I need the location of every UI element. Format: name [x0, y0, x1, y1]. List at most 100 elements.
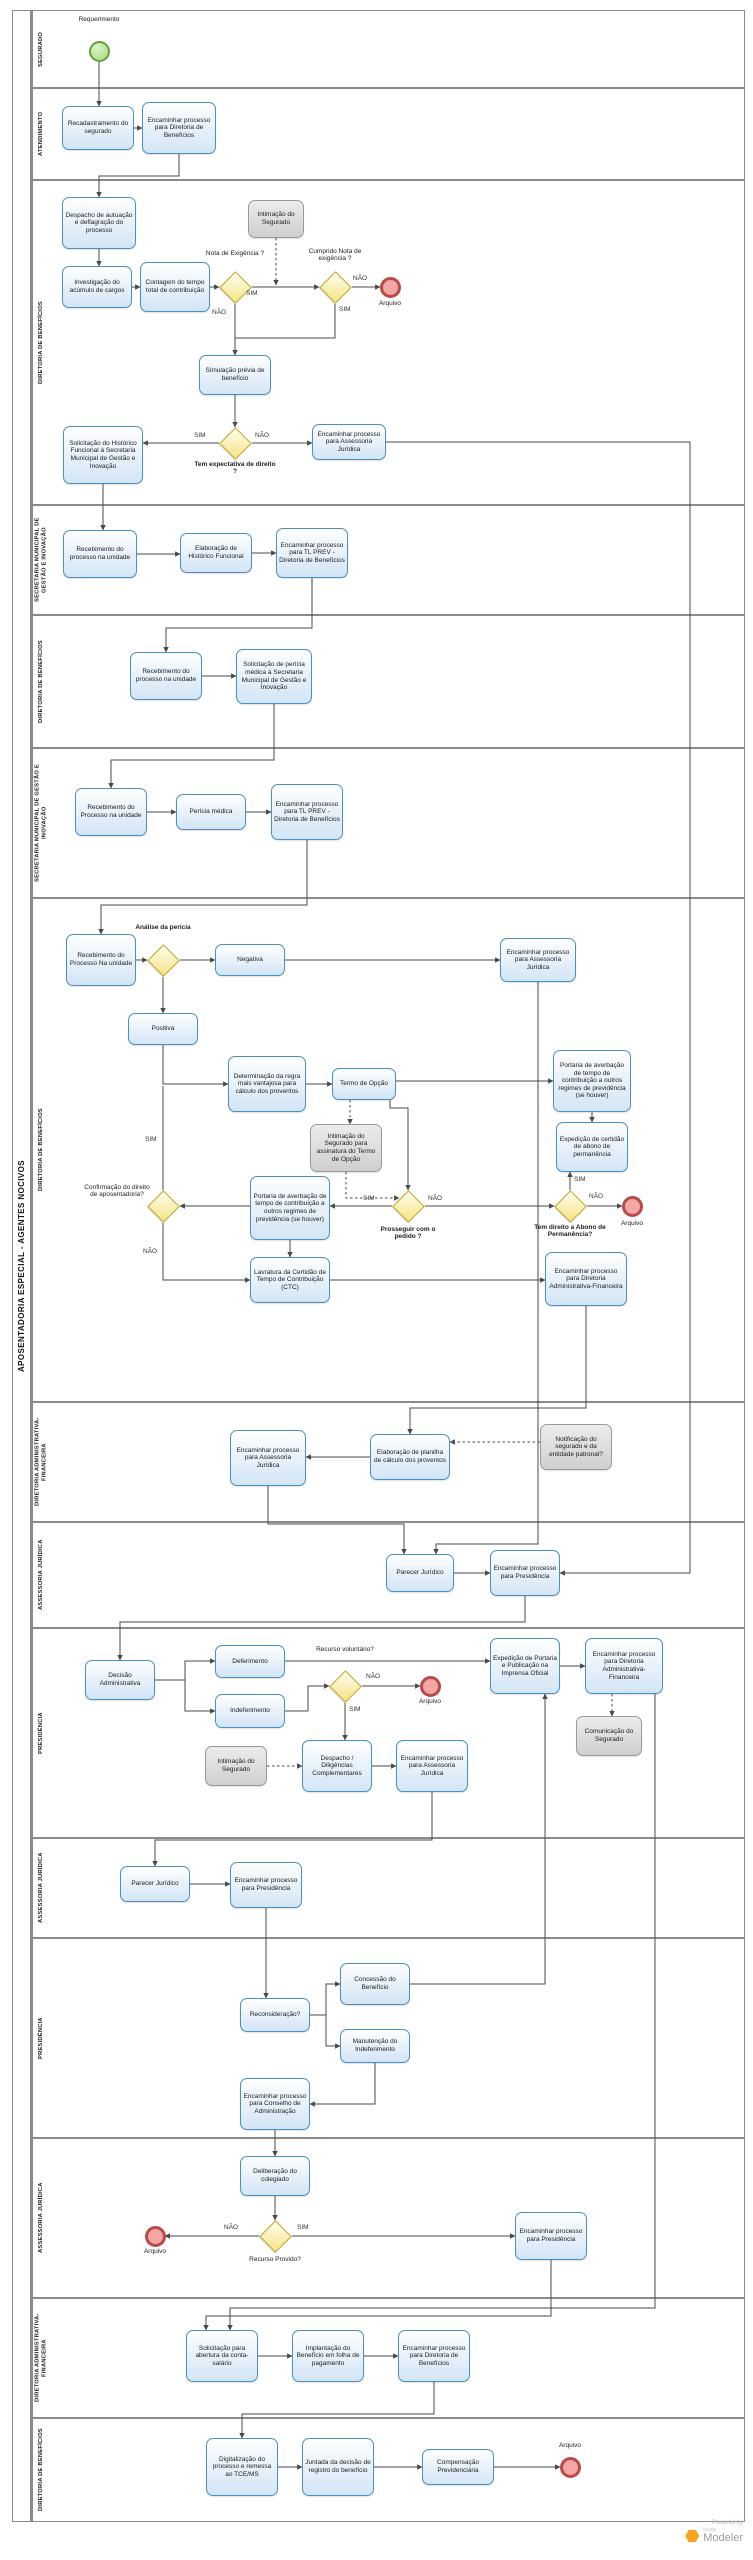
lane-assessoria-juridica-3: ASSESSORIA JURÍDICA	[31, 2138, 745, 2298]
task-recebimento-processo-4[interactable]: Recebimento do Processo Na unidade	[66, 934, 136, 986]
product-name: Modeler	[703, 2532, 743, 2544]
task-comunicacao-segurado[interactable]: Comunicação do Segurado	[576, 1716, 642, 1756]
gateway-label-prosseguir-pedido: Prosseguir com o pedido ?	[380, 1226, 436, 1241]
end-event-arquivo-2[interactable]	[622, 1196, 643, 1217]
task-recebimento-processo-3[interactable]: Recebimento do Processo na unidade	[75, 788, 147, 836]
arquivo-label-1: Arquivo	[378, 300, 402, 307]
task-elaboracao-historico-funcional[interactable]: Elaboração de Histórico Funcional	[180, 533, 252, 573]
task-solicitacao-historico-funcional[interactable]: Solicitação do Histórico Funcional à Sec…	[63, 426, 143, 484]
start-event-label: Requerimento	[78, 16, 120, 23]
edge-label-sim: SIM	[194, 432, 206, 439]
task-termo-de-opcao[interactable]: Termo de Opção	[332, 1068, 396, 1100]
brand-name: bizagi	[703, 2527, 717, 2533]
edge-label-sim: SIM	[297, 2224, 309, 2231]
task-encaminhar-diretoria-beneficios-2[interactable]: Encaminhar processo para Diretoria de Be…	[398, 2330, 470, 2382]
task-recebimento-processo-1[interactable]: Recebimento do processo na unidade	[63, 530, 137, 578]
task-intimacao-termo-opcao[interactable]: Intimação do Segurado para assinatura do…	[310, 1124, 382, 1172]
task-portaria-averbacao-1[interactable]: Portaria de averbação de tempo de contri…	[553, 1050, 631, 1112]
edge-label-nao: NÃO	[224, 2224, 239, 2231]
lane-secretaria-gestao-1: SECRETARIA MUNICIPAL DE GESTÃO E INOVAÇÃ…	[31, 505, 745, 615]
end-event-arquivo-3[interactable]	[420, 1676, 441, 1697]
task-encaminhar-conselho-administracao[interactable]: Encaminhar processo para Conselho de Adm…	[240, 2078, 310, 2130]
task-intimacao-segurado-1[interactable]: Intimação do Segurado	[248, 200, 304, 238]
task-encaminhar-presidencia-1[interactable]: Encaminhar processo para Presidência	[490, 1550, 560, 1596]
task-solicitacao-pericia-medica[interactable]: Solicitação de perícia médica à Secretar…	[236, 649, 312, 704]
task-lavratura-ctc[interactable]: Lavratura da Certidão de Tempo de Contri…	[250, 1257, 330, 1303]
lane-diretoria-beneficios-4: DIRETORIA DE BENEFÍCIOS	[31, 2418, 745, 2522]
task-parecer-juridico-2[interactable]: Parecer Jurídico	[120, 1866, 190, 1902]
lane-segurado: SEGURADO	[31, 10, 745, 88]
task-solicitacao-abertura-conta[interactable]: Solicitação para abertura da conta-salár…	[186, 2330, 258, 2382]
bizagi-footer: Powered by bizagi Modeler	[685, 2520, 743, 2544]
task-recebimento-processo-2[interactable]: Recebimento do processo na unidade	[130, 652, 202, 700]
arquivo-label-5: Arquivo	[558, 2442, 582, 2449]
task-deliberacao-colegiado[interactable]: Deliberação do colegiado	[240, 2156, 310, 2196]
edge-label-nao: NÃO	[428, 1195, 443, 1202]
arquivo-label-4: Arquivo	[143, 2248, 167, 2255]
task-pericia-medica[interactable]: Perícia médica	[176, 794, 246, 830]
task-encaminhar-tlprev-2[interactable]: Encaminhar processo para TL PREV - Diret…	[271, 784, 343, 840]
task-compensacao-previdenciaria[interactable]: Compensação Previdenciária	[422, 2449, 494, 2485]
end-event-arquivo-5[interactable]	[560, 2457, 581, 2478]
task-recadastramento-segurado[interactable]: Recadastramento do segurado	[62, 106, 134, 150]
task-indeferimento[interactable]: Indeferimento	[215, 1694, 285, 1728]
task-encaminhar-assessoria-juridica-2[interactable]: Encaminhar processo para Assessoria Jurí…	[500, 938, 576, 982]
task-encaminhar-diretoria-adm-fin-1[interactable]: Encaminhar processo para Diretoria Admin…	[545, 1252, 627, 1306]
gateway-label-recurso-voluntario: Recurso voluntário?	[316, 1646, 374, 1653]
gateway-label-expectativa-direito: Tem expectativa de direito ?	[194, 461, 276, 476]
task-contagem-tempo-contribuicao[interactable]: Contagem do tempo total de contribuição	[140, 262, 210, 312]
start-event[interactable]	[89, 41, 110, 62]
powered-by-text: Powered by	[711, 2520, 743, 2526]
task-juntada-decisao-registro[interactable]: Juntada da decisão de registro do benefí…	[302, 2438, 374, 2496]
task-portaria-averbacao-2[interactable]: Portaria de averbação de tempo de contri…	[250, 1176, 330, 1240]
task-encaminhar-diretoria-adm-fin-2[interactable]: Encaminhar processo para Diretoria Admin…	[585, 1638, 663, 1694]
task-reconsideracao[interactable]: Reconsideração?	[240, 1998, 310, 2032]
end-event-arquivo-4[interactable]	[145, 2226, 166, 2247]
gateway-label-nota-exigencia: Nota de Exigência ?	[205, 250, 265, 257]
task-expedicao-portaria-publicacao[interactable]: Expedição de Portaria e Publicação na Im…	[490, 1638, 560, 1694]
task-encaminhar-assessoria-juridica-4[interactable]: Encaminhar processo para Assessoria Jurí…	[396, 1740, 468, 1792]
task-investigacao-acumulo-cargos[interactable]: Investigação do acúmulo de cargos	[62, 266, 132, 308]
task-elaboracao-planilha-proventos[interactable]: Elaboração de planilha de cálculo dos pr…	[370, 1434, 450, 1480]
task-deferimento[interactable]: Deferimento	[215, 1645, 285, 1678]
edge-label-nao: NÃO	[212, 309, 227, 316]
task-concessao-beneficio[interactable]: Concessão do Benefício	[340, 1963, 410, 2005]
task-despacho-autuacao[interactable]: Despacho de autuação e deflagração do pr…	[62, 197, 136, 249]
lane-diretoria-beneficios-1: DIRETORIA DE BENEFÍCIOS	[31, 180, 745, 505]
task-notificacao-segurado-entidade[interactable]: Notificação do segurado e da entidade pa…	[540, 1424, 612, 1470]
edge-label-sim: SIM	[246, 290, 258, 297]
task-digitalizacao-remessa-tce[interactable]: Digitalização do processo e remessa ao T…	[206, 2438, 278, 2496]
edge-label-nao: NÃO	[143, 1248, 158, 1255]
task-determinacao-regra-vantajosa[interactable]: Determinação da regra mais vantajosa par…	[228, 1056, 306, 1112]
edge-label-sim: SIM	[363, 1195, 375, 1202]
arquivo-label-2: Arquivo	[620, 1220, 644, 1227]
task-simulacao-previa-beneficio[interactable]: Simulação prévia de benefício	[199, 355, 271, 395]
edge-label-sim: SIM	[145, 1136, 157, 1143]
task-intimacao-segurado-2[interactable]: Intimação do Segurado	[205, 1746, 267, 1786]
task-encaminhar-presidencia-3[interactable]: Encaminhar processo para Presidência	[515, 2212, 587, 2260]
gateway-label-confirmacao-direito: Confirmação do direito de aposentadoria?	[84, 1184, 150, 1199]
task-encaminhar-assessoria-juridica-1[interactable]: Encaminhar processo para Assessoria Jurí…	[312, 424, 386, 460]
task-manutencao-indeferimento[interactable]: Manutenção do Indeferimento	[340, 2029, 410, 2063]
lane-secretaria-gestao-2: SECRETARIA MUNICIPAL DE GESTÃO E INOVAÇÃ…	[31, 748, 745, 898]
edge-label-nao: NÃO	[255, 432, 270, 439]
task-positiva[interactable]: Positiva	[128, 1013, 198, 1045]
end-event-arquivo-1[interactable]	[380, 277, 401, 298]
task-encaminhar-presidencia-2[interactable]: Encaminhar processo para Presidência	[230, 1862, 302, 1908]
task-decisao-administrativa[interactable]: Decisão Administrativa	[85, 1660, 155, 1700]
task-encaminhar-assessoria-juridica-3[interactable]: Encaminhar processo para Assessoria Jurí…	[230, 1430, 306, 1486]
edge-label-sim: SIM	[339, 306, 351, 313]
task-encaminhar-diretoria-beneficios[interactable]: Encaminhar processo para Diretoria de Be…	[142, 102, 216, 154]
lane-diretoria-adm-fin-2: DIRETORIA ADMINISTRATIVA-FINANCEIRA	[31, 2298, 745, 2418]
task-implantacao-beneficio-folha[interactable]: Implantação do Benefício em folha de pag…	[292, 2330, 364, 2382]
task-expedicao-certidao-abono[interactable]: Expedição de certidão de abono de perman…	[556, 1122, 628, 1172]
edge-label-nao: NÃO	[353, 275, 368, 282]
task-negativa[interactable]: Negativa	[215, 944, 285, 976]
bizagi-logo-icon	[685, 2529, 700, 2543]
edge-label-sim: SIM	[574, 1176, 586, 1183]
task-despacho-diligencias[interactable]: Despacho / Diligências Complementares	[302, 1740, 372, 1792]
task-parecer-juridico-1[interactable]: Parecer Jurídico	[386, 1554, 454, 1592]
task-encaminhar-tlprev-1[interactable]: Encaminhar processo para TL PREV - Diret…	[276, 528, 348, 578]
